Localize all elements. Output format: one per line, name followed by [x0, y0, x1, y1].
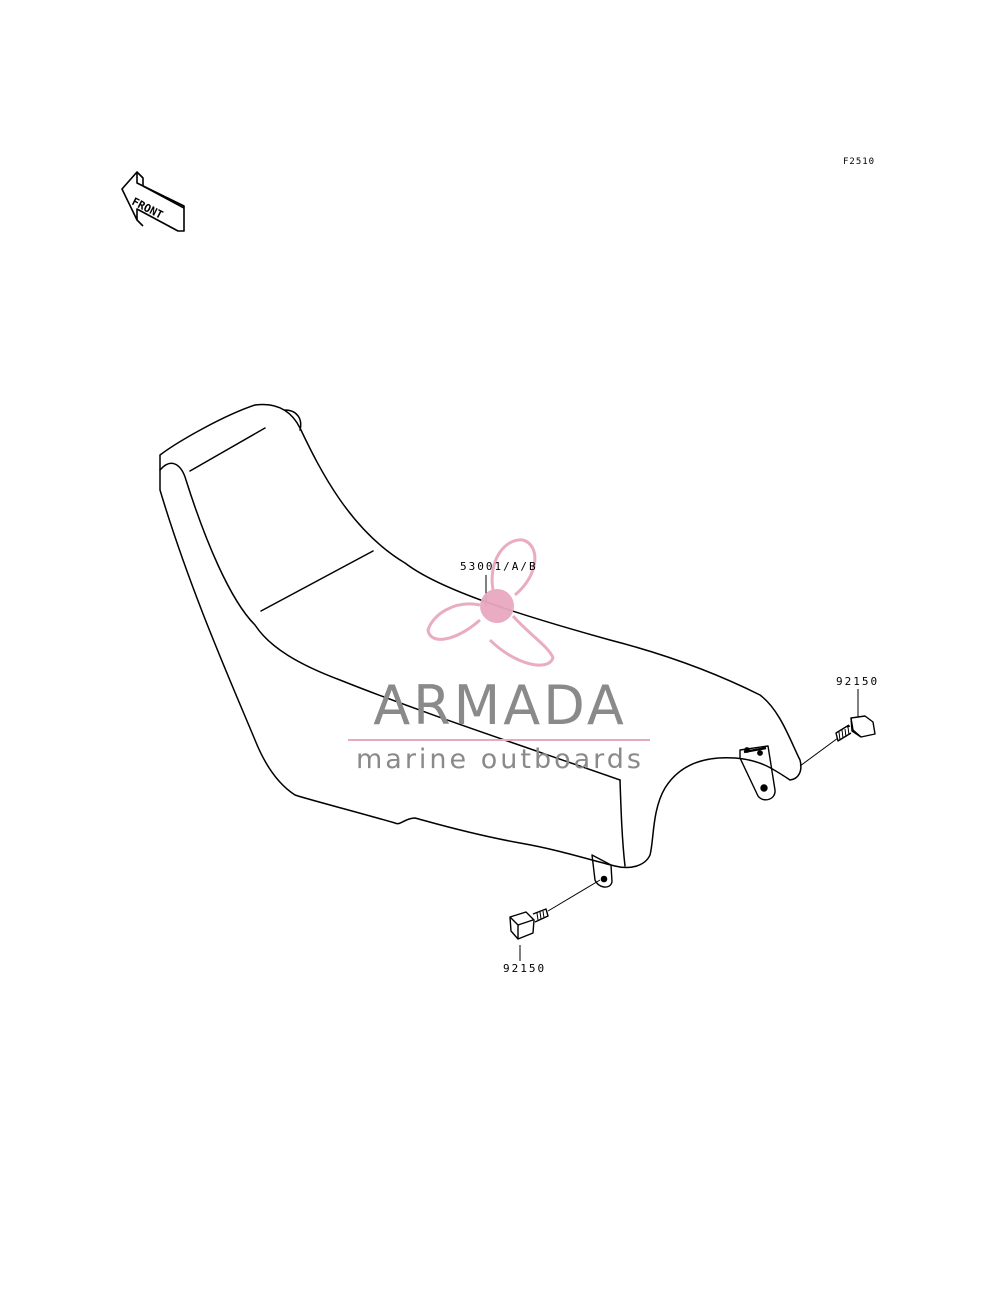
- bolt-left: [509, 908, 549, 940]
- watermark-subtitle: marine outboards: [355, 744, 644, 775]
- watermark-divider: [348, 739, 650, 741]
- part-label-seat: 53001/A/B: [460, 560, 538, 573]
- part-label-bolt-right: 92150: [836, 675, 880, 688]
- part-label-bolt-left: 92150: [503, 962, 547, 975]
- seat-body: [159, 403, 802, 869]
- leader-lines: [485, 575, 859, 961]
- bolt-right: [835, 715, 876, 742]
- figure-code: F2510: [843, 157, 876, 167]
- watermark-title: ARMADA: [373, 674, 627, 737]
- front-mounting-tab: [591, 854, 613, 888]
- front-arrow-icon: FRONT: [121, 171, 185, 232]
- rear-bracket: [739, 745, 776, 801]
- front-arrow-label: FRONT: [130, 195, 166, 222]
- propeller-icon: [426, 538, 555, 667]
